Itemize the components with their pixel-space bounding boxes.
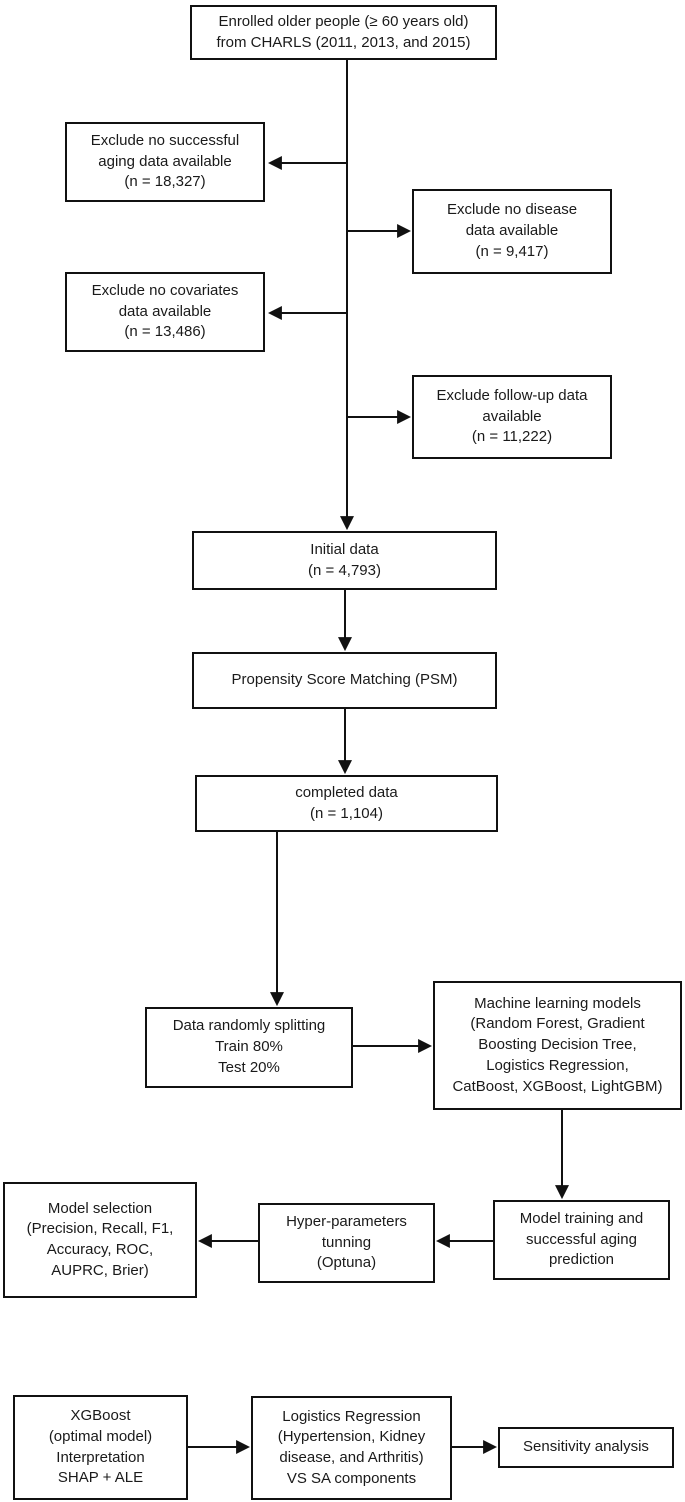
node-machine-learning-models: Machine learning models (Random Forest, … — [433, 981, 682, 1110]
node-model-selection: Model selection (Precision, Recall, F1, … — [3, 1182, 197, 1298]
node-exclude-covariates: Exclude no covariates data available (n … — [65, 272, 265, 352]
node-enrolled-population: Enrolled older people (≥ 60 years old) f… — [190, 5, 497, 60]
node-completed-data: completed data (n = 1,104) — [195, 775, 498, 832]
node-exclude-successful-aging: Exclude no successful aging data availab… — [65, 122, 265, 202]
node-exclude-followup: Exclude follow-up data available (n = 11… — [412, 375, 612, 459]
node-exclude-disease: Exclude no disease data available (n = 9… — [412, 189, 612, 274]
node-logistics-regression: Logistics Regression (Hypertension, Kidn… — [251, 1396, 452, 1500]
node-model-training: Model training and successful aging pred… — [493, 1200, 670, 1280]
node-xgboost-interpretation: XGBoost (optimal model) Interpretation S… — [13, 1395, 188, 1500]
node-data-splitting: Data randomly splitting Train 80% Test 2… — [145, 1007, 353, 1088]
node-sensitivity-analysis: Sensitivity analysis — [498, 1427, 674, 1468]
node-initial-data: Initial data (n = 4,793) — [192, 531, 497, 590]
node-propensity-score-matching: Propensity Score Matching (PSM) — [192, 652, 497, 709]
node-hyperparameter-tuning: Hyper-parameters tunning (Optuna) — [258, 1203, 435, 1283]
